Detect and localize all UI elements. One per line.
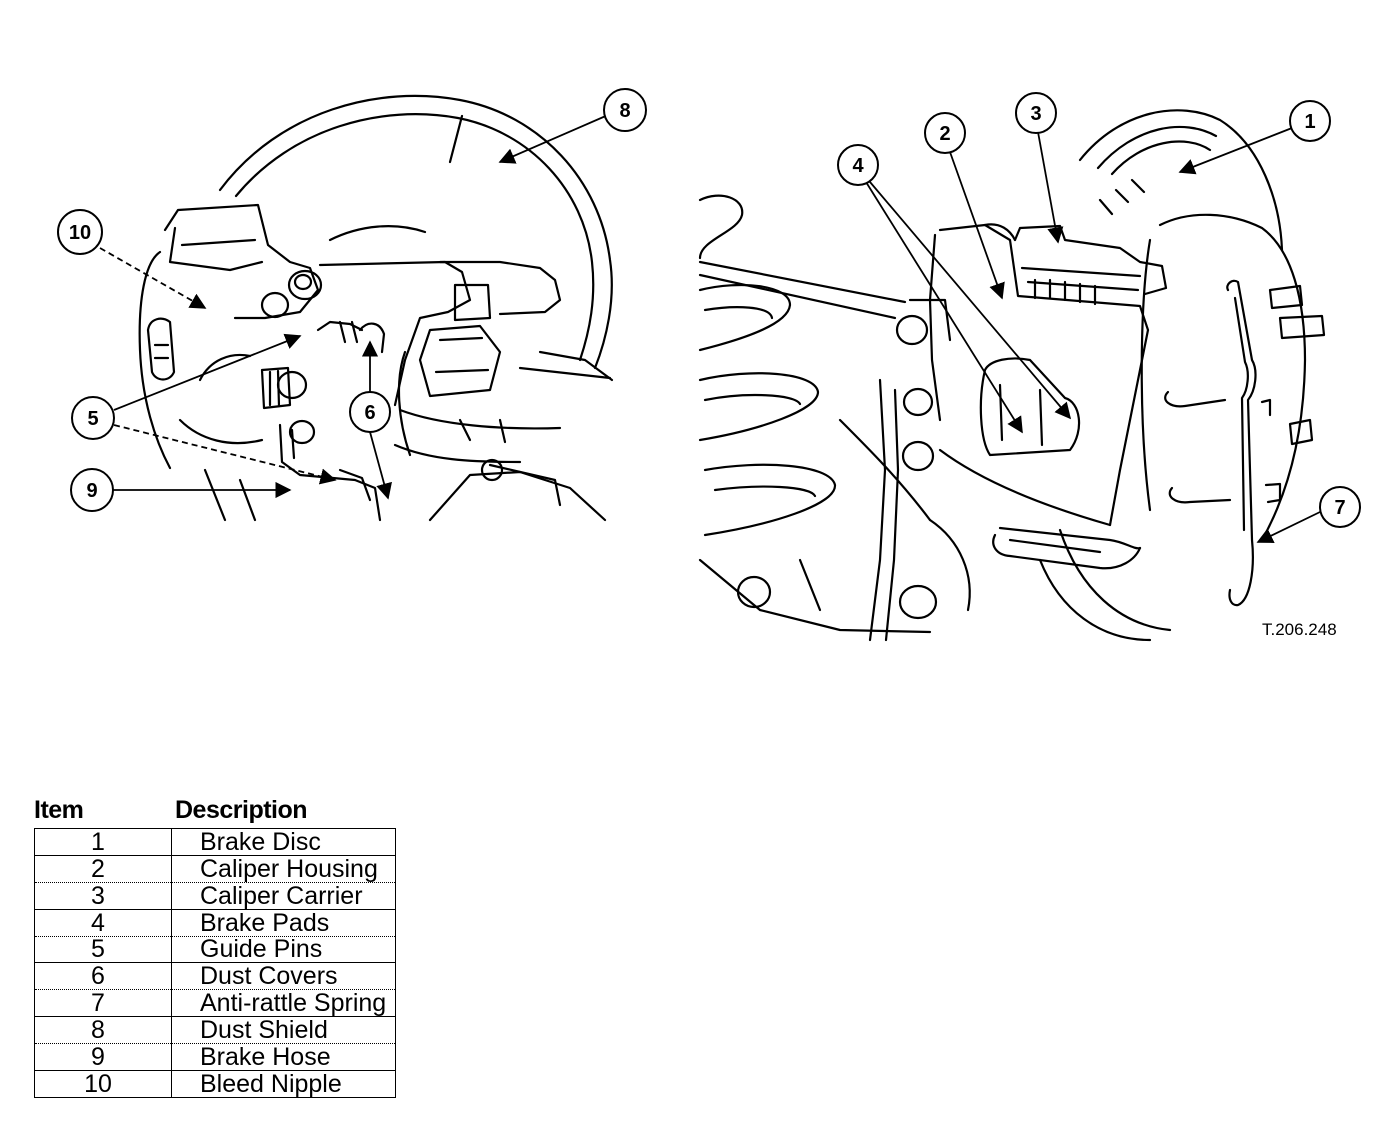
legend-header-item: Item xyxy=(34,796,84,824)
legend-item-description: Anti-rattle Spring xyxy=(171,989,396,1017)
legend-item-description: Guide Pins xyxy=(171,935,396,963)
callout-9: 9 xyxy=(70,468,114,512)
leader-10 xyxy=(99,247,207,309)
callout-10: 10 xyxy=(57,209,103,255)
leader-1 xyxy=(1178,127,1293,175)
leader-8 xyxy=(498,114,609,164)
legend-item-description: Dust Shield xyxy=(171,1016,396,1044)
legend-item-description: Brake Disc xyxy=(171,828,396,856)
figure-reference: T.206.248 xyxy=(1262,620,1337,639)
legend-header-description: Description xyxy=(175,796,308,824)
legend-item-number: 2 xyxy=(34,854,172,883)
callout-1: 1 xyxy=(1289,100,1331,142)
legend-item-description: Brake Pads xyxy=(171,908,396,937)
leader-7 xyxy=(1256,511,1321,543)
brake-assembly-illustration: 8 10 5 9 6 4 2 3 xyxy=(57,88,1361,642)
callout-7: 7 xyxy=(1319,486,1361,528)
svg-text:7: 7 xyxy=(1334,497,1345,519)
legend-item-number: 9 xyxy=(34,1043,172,1071)
callout-4: 4 xyxy=(837,144,879,186)
svg-text:10: 10 xyxy=(69,222,91,244)
legend-item-number: 10 xyxy=(34,1070,172,1098)
svg-text:4: 4 xyxy=(852,155,864,177)
callout-leaders xyxy=(99,114,1321,543)
svg-text:9: 9 xyxy=(86,480,97,502)
leader-5a xyxy=(113,333,302,411)
legend-item-description: Bleed Nipple xyxy=(171,1070,396,1098)
legend-item-description: Dust Covers xyxy=(171,962,396,990)
legend-item-number: 6 xyxy=(34,962,172,990)
legend-item-description: Caliper Carrier xyxy=(171,881,396,910)
legend-item-number: 3 xyxy=(34,881,172,910)
svg-text:8: 8 xyxy=(619,100,630,122)
callout-3: 3 xyxy=(1015,92,1057,134)
callout-2: 2 xyxy=(924,112,966,154)
svg-text:6: 6 xyxy=(364,402,375,424)
legend-item-number: 5 xyxy=(34,935,172,963)
right-view-drawing xyxy=(698,109,1326,642)
legend-item-number: 7 xyxy=(34,989,172,1017)
leader-3 xyxy=(1037,131,1064,244)
svg-text:3: 3 xyxy=(1030,103,1041,125)
leader-2 xyxy=(949,151,1005,300)
leader-6b xyxy=(369,431,392,500)
callout-bubbles: 8 10 5 9 6 4 2 3 xyxy=(57,88,1361,528)
leader-4b xyxy=(869,181,1072,420)
callout-8: 8 xyxy=(603,88,647,132)
legend-item-description: Brake Hose xyxy=(171,1043,396,1071)
legend-item-number: 8 xyxy=(34,1016,172,1044)
leader-5b xyxy=(113,424,337,485)
leader-4a xyxy=(865,181,1023,434)
legend-item-number: 1 xyxy=(34,828,172,856)
legend-item-description: Caliper Housing xyxy=(171,854,396,883)
callout-5: 5 xyxy=(71,396,115,440)
callout-6: 6 xyxy=(349,391,391,433)
svg-text:1: 1 xyxy=(1304,111,1315,133)
legend-item-number: 4 xyxy=(34,908,172,937)
svg-text:2: 2 xyxy=(939,123,950,145)
svg-text:5: 5 xyxy=(87,408,98,430)
